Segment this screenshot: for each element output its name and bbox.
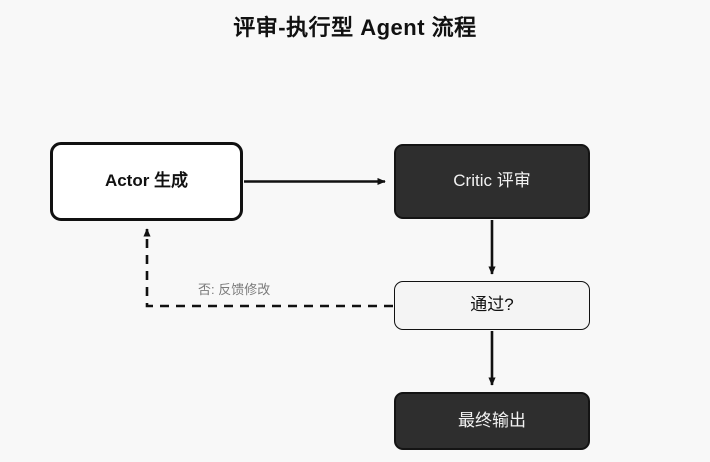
node-actor-label: Actor 生成 xyxy=(104,171,189,191)
node-decision-label: 通过? xyxy=(470,295,514,315)
node-output[interactable]: 最终输出 xyxy=(394,392,590,450)
node-output-label: 最终输出 xyxy=(458,410,526,430)
edge-label-feedback: 否: 反馈修改 xyxy=(198,282,271,297)
page-title: 评审-执行型 Agent 流程 xyxy=(233,15,477,40)
node-decision[interactable]: 通过? xyxy=(394,281,590,330)
node-actor[interactable]: Actor 生成 xyxy=(50,142,243,221)
node-critic[interactable]: Critic 评审 xyxy=(394,144,590,219)
node-critic-label: Critic 评审 xyxy=(453,171,531,191)
